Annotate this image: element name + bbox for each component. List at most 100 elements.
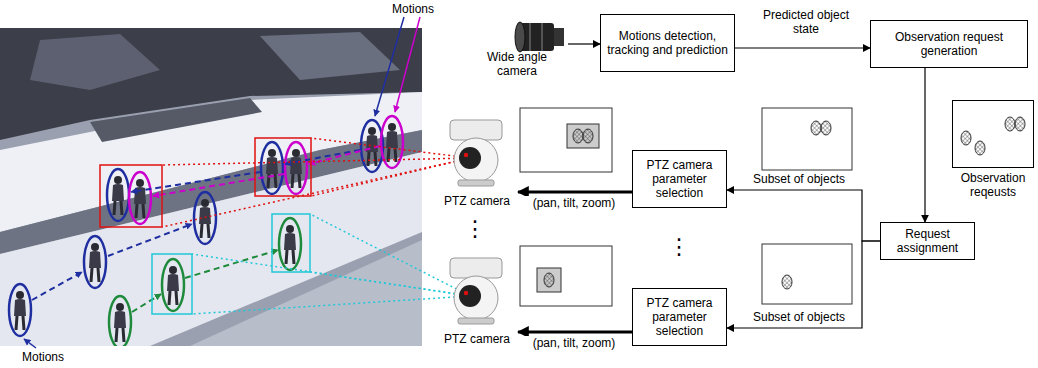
panel-frame (952, 100, 1034, 168)
object-mark (782, 275, 792, 289)
motion-ellipse (285, 142, 307, 194)
flow-arrow (924, 68, 925, 222)
leader-line (375, 17, 404, 116)
person (167, 266, 179, 305)
sight-line (192, 254, 470, 296)
camera-part (464, 153, 468, 157)
person (266, 149, 278, 188)
object-mark (961, 131, 971, 145)
object-mark (1015, 117, 1025, 131)
view-crop (537, 268, 561, 292)
view-crop (567, 124, 599, 148)
object-mark (975, 141, 985, 155)
motion-ellipse (84, 236, 106, 288)
ellipsis-mark: ⋮ (464, 218, 486, 240)
sight-line (162, 158, 470, 165)
view-panel (520, 246, 612, 306)
node-text: Observation request generation (876, 30, 1022, 58)
node-text: Wide angle camera (468, 50, 566, 78)
photo-planter (90, 98, 262, 142)
callout-label: Motions (392, 2, 434, 16)
camera-part (459, 147, 481, 169)
sight-line (311, 158, 470, 196)
camera-node: PTZ camera (436, 118, 518, 210)
object-mark (1005, 117, 1015, 131)
edge-label: (pan, tilt, zoom) (520, 196, 628, 210)
node-text: Observation reqeusts (952, 171, 1034, 199)
person (290, 149, 302, 188)
person (112, 176, 124, 215)
scene-photo (0, 28, 422, 346)
ptz-view-rect (152, 254, 192, 314)
motion-arrow (108, 224, 192, 256)
node-text: PTZ camera parameter selection (638, 296, 721, 338)
photo-shadow (190, 240, 422, 346)
node-text: Request assignment (886, 227, 969, 255)
flow-arrow (727, 241, 880, 328)
object-mark (821, 121, 831, 135)
view-panel (520, 108, 612, 172)
person (284, 225, 296, 264)
leader-line (24, 339, 36, 348)
callout-label: Motions (22, 350, 64, 364)
motion-arrows (32, 146, 380, 312)
view-frame (520, 108, 612, 172)
view-panel (762, 244, 852, 304)
object-mark (583, 129, 593, 143)
flow-arrow (518, 331, 632, 334)
view-frame (762, 244, 852, 304)
flow-arrow (735, 47, 870, 48)
process-box: Request assignment (880, 222, 975, 260)
camera-part (458, 318, 494, 324)
sight-line (311, 138, 470, 158)
camera-part (454, 138, 498, 182)
ellipsis-mark: ⋮ (668, 236, 690, 258)
ptz-view-rect (255, 138, 311, 196)
edge-label: (pan, tilt, zoom) (520, 336, 628, 350)
wide-angle-camera-icon (515, 22, 564, 52)
edge-label: Subset of objects (740, 310, 858, 324)
process-box: Observation request generation (870, 20, 1028, 68)
flow-arrow (568, 43, 600, 44)
ptz-sight-lines (162, 138, 470, 227)
request-panel: Observation reqeusts (952, 100, 1034, 199)
motion-ellipse (107, 169, 129, 221)
motion-arrow (185, 250, 278, 278)
flow-arrow (518, 191, 632, 194)
motion-arrow (132, 294, 161, 312)
lens-part (529, 23, 531, 51)
motion-arrow (285, 150, 360, 164)
object-mark (573, 129, 583, 143)
ptz-camera-icon (450, 258, 502, 324)
edge-label: Predicted object state (758, 8, 854, 36)
sight-line (162, 158, 470, 227)
photo-walkway (0, 152, 422, 346)
leader-line (395, 17, 420, 112)
person (114, 303, 126, 342)
sight-line (192, 296, 470, 314)
view-panel (762, 108, 852, 170)
motion-arrow (32, 272, 82, 300)
camera-node: PTZ camera (436, 256, 518, 348)
motion-ellipse (129, 172, 151, 224)
person (134, 179, 146, 218)
motion-ellipse (9, 284, 31, 336)
process-box: PTZ camera parameter selection (632, 288, 727, 346)
view-frame (762, 108, 852, 170)
camera-part (450, 120, 502, 140)
lens-part (541, 23, 543, 51)
camera-part (458, 180, 494, 186)
ptz-sight-lines (192, 214, 470, 314)
node-text: PTZ camera (444, 332, 510, 346)
motion-ellipse (162, 259, 184, 311)
person (386, 123, 398, 162)
object-mark (544, 273, 554, 287)
process-box: Motions detection, tracking and predicti… (600, 14, 735, 72)
node-text: PTZ camera (444, 194, 510, 208)
ptz-view-rect (272, 214, 310, 272)
object-mark (811, 121, 821, 135)
ptz-view-rect (100, 165, 162, 227)
motion-ellipse (279, 218, 301, 270)
edge-label: Subset of objects (740, 172, 858, 186)
